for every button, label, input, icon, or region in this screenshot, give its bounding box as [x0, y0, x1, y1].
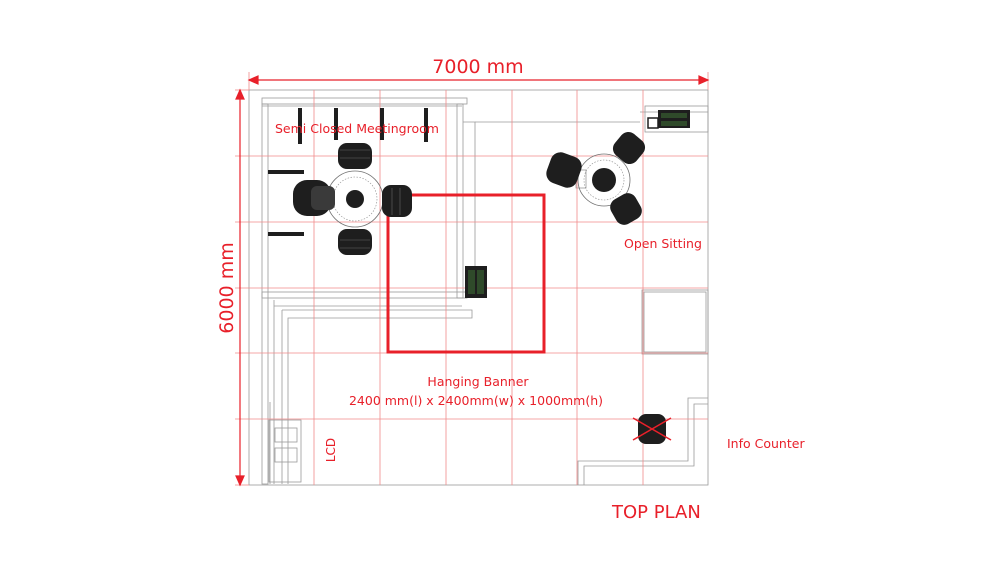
armchair-icon	[293, 180, 335, 216]
meeting-room-label: Semi Closed Meetingroom	[275, 121, 439, 136]
planter-icon	[465, 266, 487, 298]
chair-icon	[338, 143, 372, 169]
round-table-icon	[577, 153, 631, 207]
chair-icon	[632, 414, 672, 444]
chair-icon	[382, 185, 412, 217]
dimension-width-label: 7000 mm	[432, 56, 523, 78]
dimension-width	[247, 75, 710, 85]
dimension-height-label: 6000 mm	[216, 242, 238, 333]
plan-title: TOP PLAN	[611, 502, 701, 523]
wall-outlines	[248, 89, 709, 486]
banner-size-label: 2400 mm(l) x 2400mm(w) x 1000mm(h)	[349, 393, 603, 408]
planter-icon	[647, 110, 690, 129]
hanging-banner-outline	[386, 193, 546, 354]
info-counter-label: Info Counter	[727, 436, 805, 451]
meeting-table-icon	[326, 170, 384, 228]
dimension-height	[235, 88, 245, 487]
open-sitting-label: Open Sitting	[624, 236, 702, 251]
chair-icon	[338, 229, 372, 255]
lcd-label: LCD	[324, 438, 338, 462]
chair-icon	[612, 131, 646, 165]
chair-icon	[610, 193, 642, 225]
partition-posts	[268, 108, 428, 236]
banner-title-label: Hanging Banner	[427, 374, 529, 389]
chair-icon	[546, 152, 582, 188]
